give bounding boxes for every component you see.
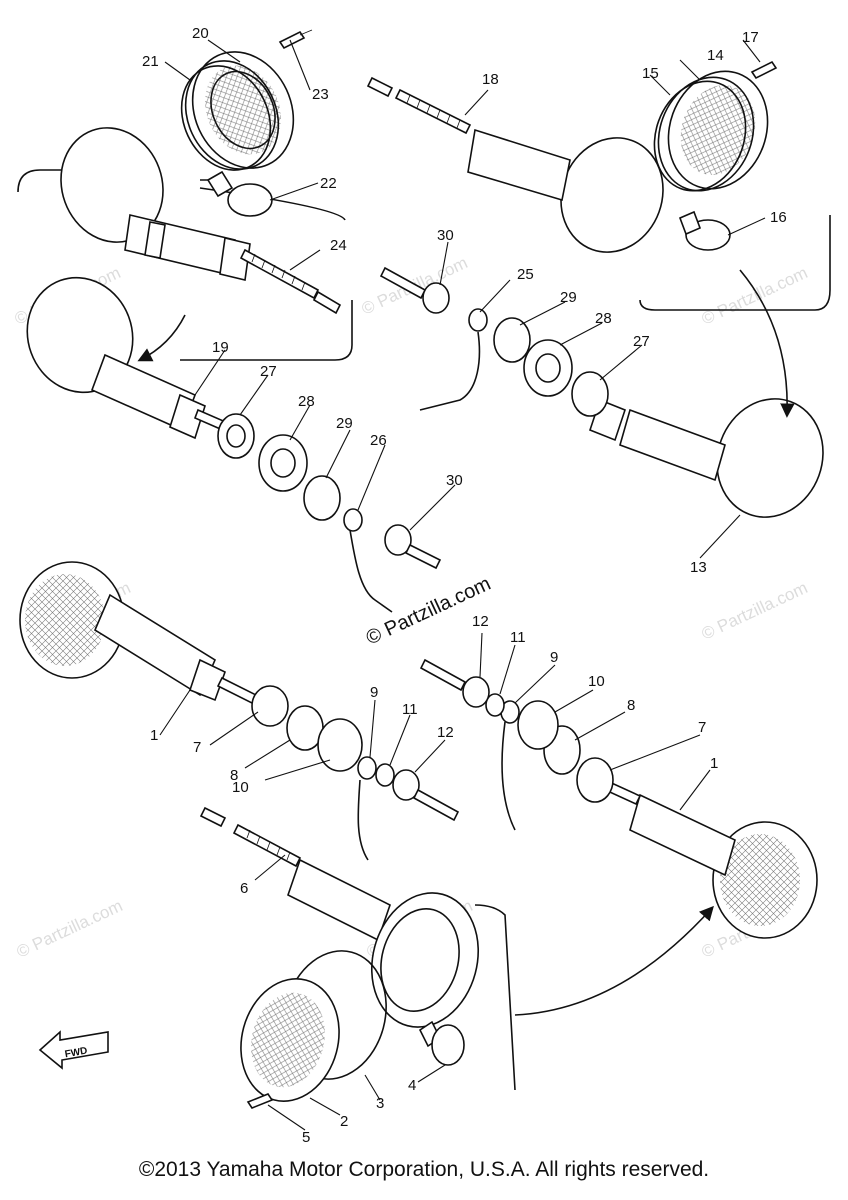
watermark-text: © Partzilla.com bbox=[699, 263, 811, 329]
callout-12: 12 bbox=[472, 613, 489, 630]
callout-8: 8 bbox=[230, 767, 238, 784]
callout-1: 1 bbox=[150, 727, 158, 744]
upper-left-assembly bbox=[17, 29, 353, 361]
callout-5: 5 bbox=[302, 1129, 310, 1146]
callout-17: 17 bbox=[742, 29, 759, 46]
callout-9: 9 bbox=[370, 684, 378, 701]
callout-10: 10 bbox=[588, 673, 605, 690]
callout-18: 18 bbox=[482, 71, 499, 88]
callout-12: 12 bbox=[437, 724, 454, 741]
exploded-parts-diagram: © Partzilla.com © Partzilla.com © Partzi… bbox=[12, 25, 831, 1146]
callout-9: 9 bbox=[550, 649, 558, 666]
callout-13: 13 bbox=[690, 559, 707, 576]
callout-11: 11 bbox=[402, 701, 418, 718]
callout-11: 11 bbox=[510, 629, 526, 646]
upper-right-assembly bbox=[366, 60, 831, 311]
callout-19: 19 bbox=[212, 339, 229, 356]
callout-1: 1 bbox=[710, 755, 718, 772]
callout-3: 3 bbox=[376, 1095, 384, 1112]
leader-lines bbox=[159, 39, 766, 1131]
lower-left-assembly bbox=[19, 561, 460, 861]
callout-30: 30 bbox=[446, 472, 463, 489]
callout-29: 29 bbox=[336, 415, 353, 432]
callout-15: 15 bbox=[642, 65, 659, 82]
callout-28: 28 bbox=[298, 393, 315, 410]
callout-25: 25 bbox=[517, 266, 534, 283]
callout-22: 22 bbox=[320, 175, 337, 192]
callout-21: 21 bbox=[142, 53, 159, 70]
callout-7: 7 bbox=[698, 719, 706, 736]
middle-right-assembly bbox=[379, 266, 824, 518]
center-watermark: © Partzilla.com bbox=[363, 573, 494, 650]
callout-24: 24 bbox=[330, 237, 347, 254]
callout-20: 20 bbox=[192, 25, 209, 42]
callout-30: 30 bbox=[437, 227, 454, 244]
callout-2: 2 bbox=[340, 1113, 348, 1130]
callout-4: 4 bbox=[408, 1077, 416, 1094]
callout-27: 27 bbox=[633, 333, 650, 350]
callout-7: 7 bbox=[193, 739, 201, 756]
lower-right-assembly bbox=[419, 658, 818, 939]
callout-10: 10 bbox=[232, 779, 249, 796]
callout-23: 23 bbox=[312, 86, 329, 103]
callout-14: 14 bbox=[707, 47, 724, 64]
callout-numbers: 20 21 23 22 24 18 14 15 17 16 30 25 29 2… bbox=[142, 25, 787, 1146]
callout-16: 16 bbox=[770, 209, 787, 226]
watermark-text: © Partzilla.com bbox=[699, 578, 811, 644]
callout-8: 8 bbox=[627, 697, 635, 714]
callout-28: 28 bbox=[595, 310, 612, 327]
bottom-center-assembly bbox=[199, 806, 714, 1109]
fwd-label: FWD bbox=[64, 1046, 88, 1061]
middle-left-assembly bbox=[26, 276, 442, 613]
callout-6: 6 bbox=[240, 880, 248, 897]
copyright-notice: ©2013 Yamaha Motor Corporation, U.S.A. A… bbox=[138, 1158, 710, 1181]
callout-27: 27 bbox=[260, 363, 277, 380]
callout-29: 29 bbox=[560, 289, 577, 306]
watermark-text: © Partzilla.com bbox=[14, 896, 126, 962]
callout-26: 26 bbox=[370, 432, 387, 449]
fwd-arrow-icon: FWD bbox=[38, 1030, 109, 1070]
